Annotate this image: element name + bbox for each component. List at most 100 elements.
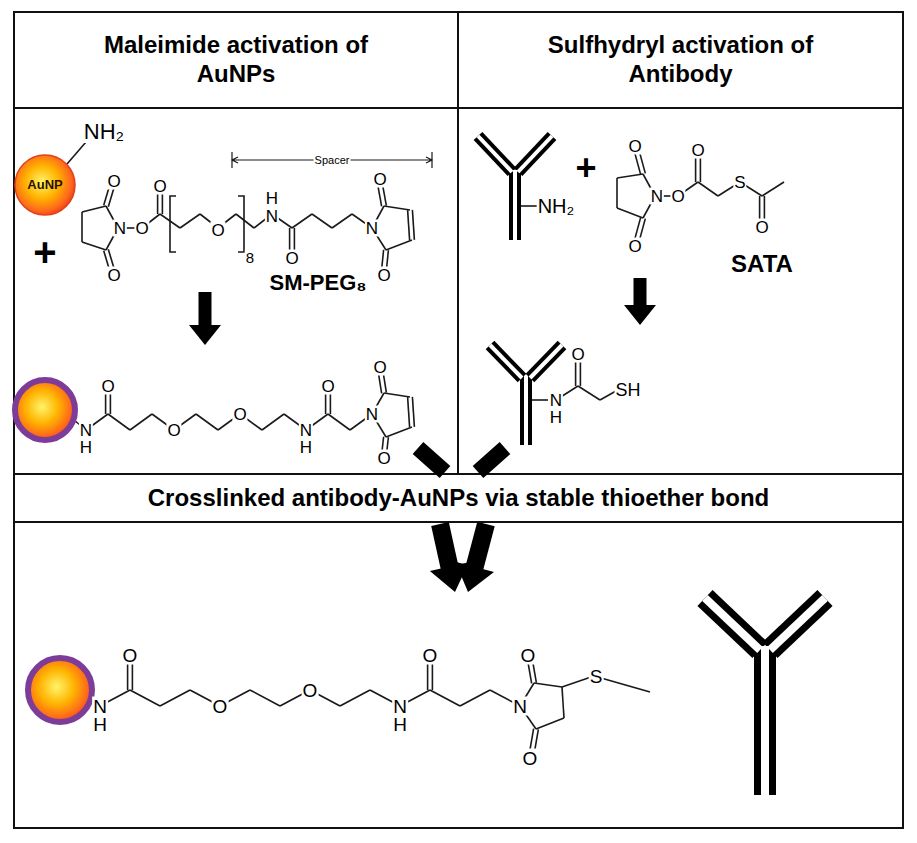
atom-label: O xyxy=(106,173,121,190)
bond xyxy=(412,210,414,240)
header-cell: Sulfhydryl activation of Antibody xyxy=(458,12,903,108)
repeat-bracket xyxy=(170,196,176,252)
arrow-shaft xyxy=(478,448,505,472)
bond xyxy=(130,690,160,706)
atom-label: N xyxy=(392,697,408,716)
atom-label: N xyxy=(549,392,563,409)
bond xyxy=(580,360,582,386)
heading-text: Sulfhydryl activation of Antibody xyxy=(516,31,845,89)
bond xyxy=(108,414,130,430)
table-border xyxy=(14,12,903,828)
atom-label: N xyxy=(113,220,127,237)
antibody xyxy=(705,598,825,795)
bond xyxy=(432,662,434,690)
antibody-chain xyxy=(478,136,512,172)
arrow-shaft xyxy=(634,278,647,306)
bond xyxy=(575,360,577,386)
atom-label: O xyxy=(570,346,585,363)
atom-label: O xyxy=(302,681,319,700)
atom-label: O xyxy=(212,697,229,716)
coated-nanoparticle xyxy=(28,658,92,722)
table-rule xyxy=(457,12,459,474)
bond xyxy=(698,182,718,196)
atom-label: N xyxy=(365,406,379,423)
antibody-gap xyxy=(518,136,552,172)
atom-label: H xyxy=(299,439,313,456)
nanoparticle-circle: AuNP xyxy=(13,153,77,217)
atom-label: O xyxy=(670,188,685,205)
atom-label: O xyxy=(754,219,769,236)
bond xyxy=(180,214,200,228)
dimension-label: Spacer xyxy=(314,155,351,166)
atom-label: N xyxy=(512,697,528,716)
antibody-chain xyxy=(754,646,776,795)
bond xyxy=(408,397,410,427)
bond xyxy=(386,427,412,437)
atom-label: H xyxy=(549,409,563,426)
atom-label: O xyxy=(134,220,149,237)
spacer-bracket xyxy=(232,152,432,168)
bond xyxy=(532,399,548,401)
bond xyxy=(81,212,83,242)
bond xyxy=(427,662,429,690)
table-rule xyxy=(14,107,903,109)
bond xyxy=(132,662,134,690)
bond xyxy=(386,240,412,250)
atom-label: O xyxy=(106,267,121,284)
atom-label: O xyxy=(122,646,139,665)
bond xyxy=(130,414,152,430)
antibody-gap xyxy=(490,345,522,378)
bond xyxy=(383,374,386,393)
repeat-bracket xyxy=(238,196,244,252)
atom-label: N xyxy=(79,422,93,439)
bond xyxy=(762,182,784,196)
particle-label: AuNP xyxy=(27,177,62,193)
antibody-chain xyxy=(705,598,760,650)
bond xyxy=(312,214,332,228)
bond xyxy=(700,156,702,182)
bond xyxy=(340,690,370,706)
antibody-chain xyxy=(530,345,562,378)
bond xyxy=(408,210,410,240)
atom-label: N xyxy=(299,422,313,439)
arrow xyxy=(189,292,221,345)
atom-label: O xyxy=(627,138,642,155)
antibody-gap xyxy=(524,376,528,445)
antibody-chain xyxy=(509,170,521,240)
arrow-shaft xyxy=(440,524,450,568)
bond xyxy=(562,687,564,718)
atom-label: N xyxy=(265,208,279,225)
bond xyxy=(617,174,643,178)
bond xyxy=(160,690,190,706)
antibody-chain xyxy=(518,136,552,172)
atom-label: NH₂ xyxy=(537,196,576,216)
bond xyxy=(292,214,312,228)
bond xyxy=(250,690,280,706)
bond xyxy=(384,393,410,397)
bond xyxy=(330,392,332,414)
bond xyxy=(635,153,641,175)
arrow-head xyxy=(455,562,494,592)
atom-label: O xyxy=(627,238,642,255)
atom-label: O xyxy=(152,178,167,195)
antibody-gap xyxy=(530,345,562,378)
atom-label: N xyxy=(92,697,108,716)
antibody xyxy=(478,136,552,240)
atom-label: 8 xyxy=(245,250,255,265)
atom-label: O xyxy=(320,378,335,395)
atom-label: O xyxy=(690,142,705,159)
bond xyxy=(384,206,410,210)
bond xyxy=(325,392,327,414)
bond xyxy=(378,184,382,206)
bond xyxy=(430,690,460,706)
bond xyxy=(536,718,564,729)
antibody-gap xyxy=(513,170,517,240)
arrow-shaft xyxy=(474,524,486,568)
table-rule xyxy=(14,521,903,523)
header-cell: Maleimide activation of AuNPs xyxy=(14,12,458,108)
antibody-chain xyxy=(490,345,522,378)
bond xyxy=(616,178,618,208)
antibody-gap xyxy=(761,646,769,795)
bond xyxy=(332,214,352,228)
